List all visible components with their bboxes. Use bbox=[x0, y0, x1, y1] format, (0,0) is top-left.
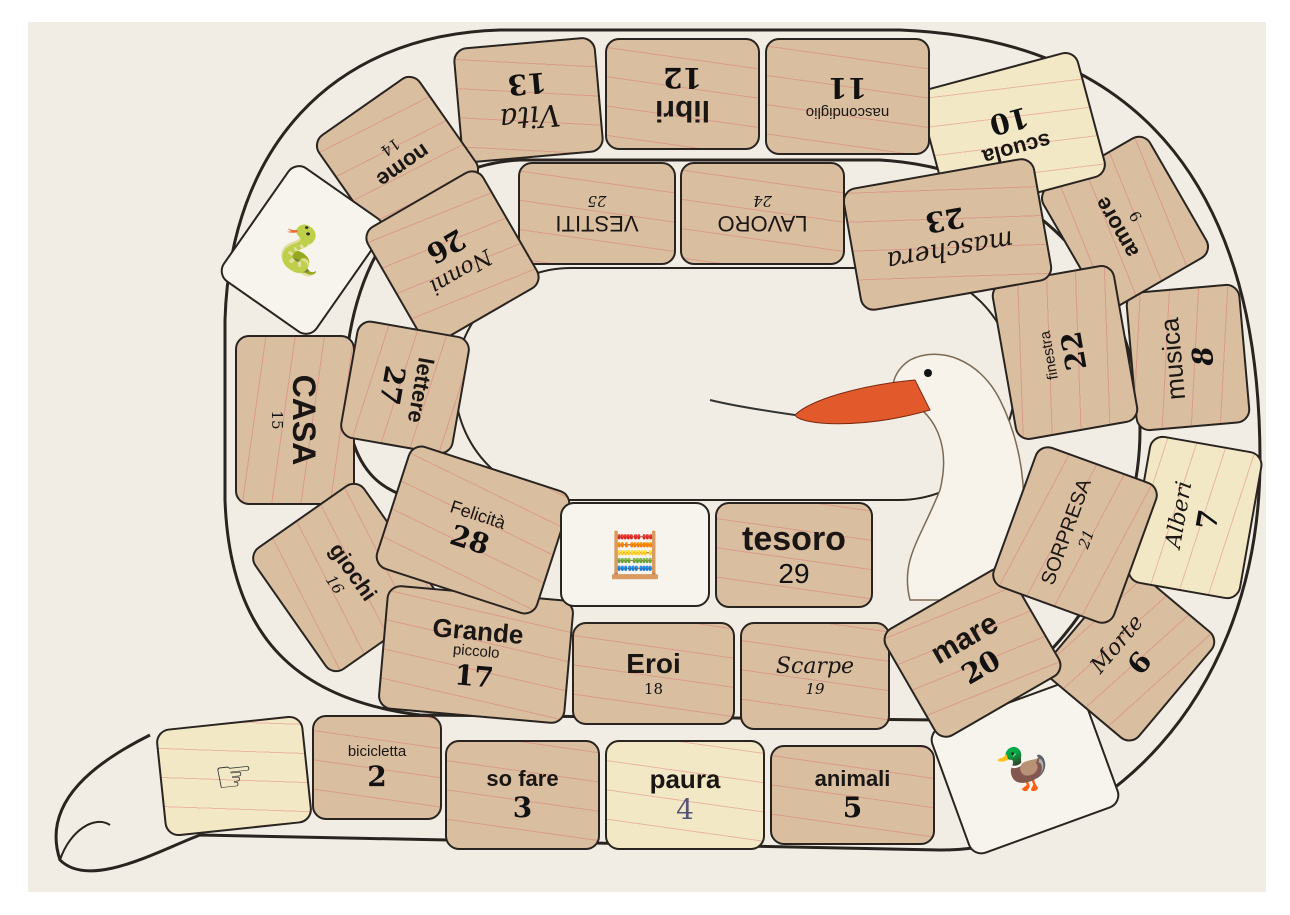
duck-icon: 🦆 bbox=[991, 735, 1060, 801]
snake-icon: 🐍 bbox=[265, 214, 339, 287]
abacus-duck-icon: 🧮 bbox=[607, 530, 663, 580]
pointing-hand-icon: ☞ bbox=[211, 749, 257, 803]
goose-head-icon bbox=[709, 353, 1025, 601]
tile-abacus[interactable]: 🧮 bbox=[560, 502, 710, 607]
tile-1-start[interactable]: ☞ bbox=[154, 714, 314, 838]
